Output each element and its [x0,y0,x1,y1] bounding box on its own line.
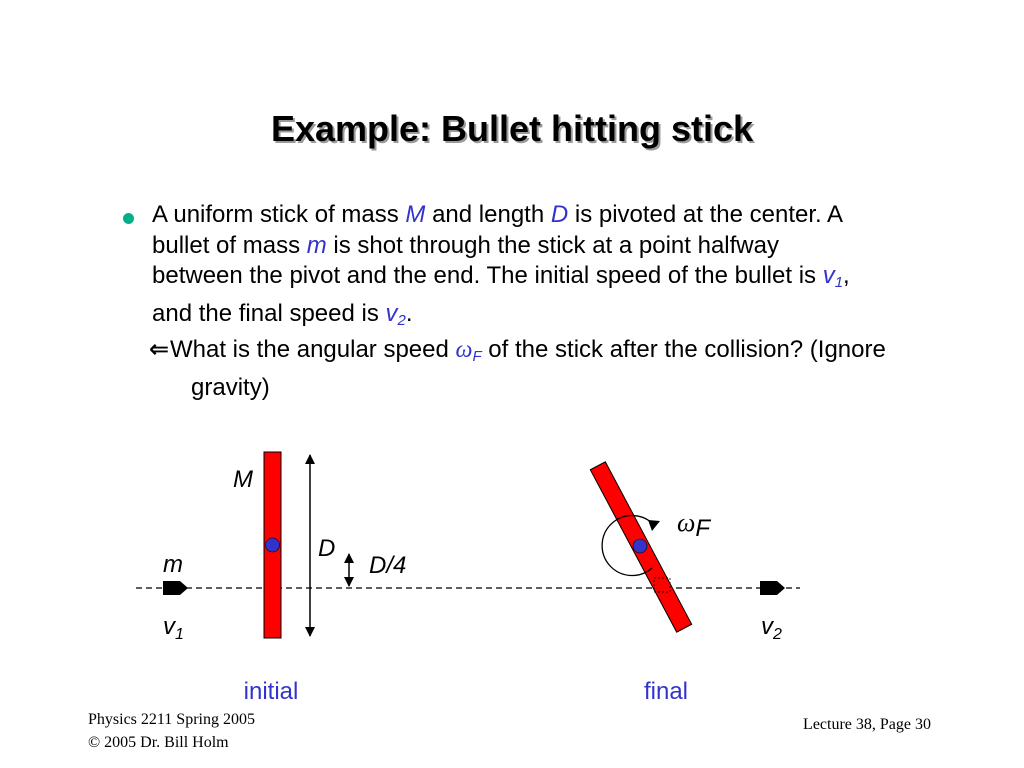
symbol-m: m [306,231,327,259]
label-m: m [163,551,183,578]
subscript-F: F [472,348,482,365]
label-D: D [318,535,335,562]
bullet-hole [653,577,671,593]
label-v1: v1 [163,613,184,643]
initial-bullet [163,581,188,595]
text-run: of the stick after the collision? (Ignor… [191,336,886,401]
text-run: A uniform stick of mass [152,201,406,228]
caption-final: final [644,678,688,705]
symbol-M: M [405,201,426,228]
text-run: . [405,299,413,327]
symbol-v: v [822,262,835,289]
footer-course: Physics 2211 Spring 2005 [88,711,255,728]
symbol-omega: ω [677,508,695,537]
subscript-2: 2 [772,626,782,643]
final-pivot [632,538,648,554]
subscript-1: 1 [175,626,184,643]
footer-page-number: Lecture 38, Page 30 [803,716,931,733]
symbol-v2: v2 [385,299,406,329]
symbol-D: D [550,201,569,228]
symbol-omega: ω [455,337,473,363]
label-v2: v2 [761,613,782,643]
symbol-omega-F: ωF [455,336,482,365]
symbol-v1: v1 [822,262,844,291]
initial-pivot [265,537,280,553]
symbol-v: v [385,299,398,327]
text-run: , and the final speed is [152,262,850,327]
rotation-arc [601,514,655,577]
label-D4: D/4 [369,552,406,579]
footer-left: Physics 2211 Spring 2005 © 2005 Dr. Bill… [88,708,255,754]
question: ⇐What is the angular speed ωF of the sti… [149,336,886,401]
text-run: is pivoted at the center. A bullet of ma… [152,201,842,259]
text-run: and length [425,201,551,228]
label-omega-F: ωF [677,508,711,542]
text-run: What is the angular speed [170,336,456,363]
symbol-v: v [163,613,177,640]
footer-copyright: © 2005 Dr. Bill Holm [88,734,229,751]
symbol-v: v [761,613,775,640]
text-run: is shot through the stick at a point hal… [152,231,823,290]
caption-initial: initial [244,678,299,705]
rotation-arrowhead-icon [648,520,660,531]
slide-title: Example: Bullet hitting stick [270,108,754,149]
bullet-point-icon [123,213,134,224]
subscript-1: 1 [834,274,844,291]
label-M: M [233,466,253,493]
subscript-F: F [695,515,711,542]
final-bullet [760,581,785,595]
problem-statement: A uniform stick of mass M and length D i… [152,200,872,336]
subscript-2: 2 [397,311,406,329]
